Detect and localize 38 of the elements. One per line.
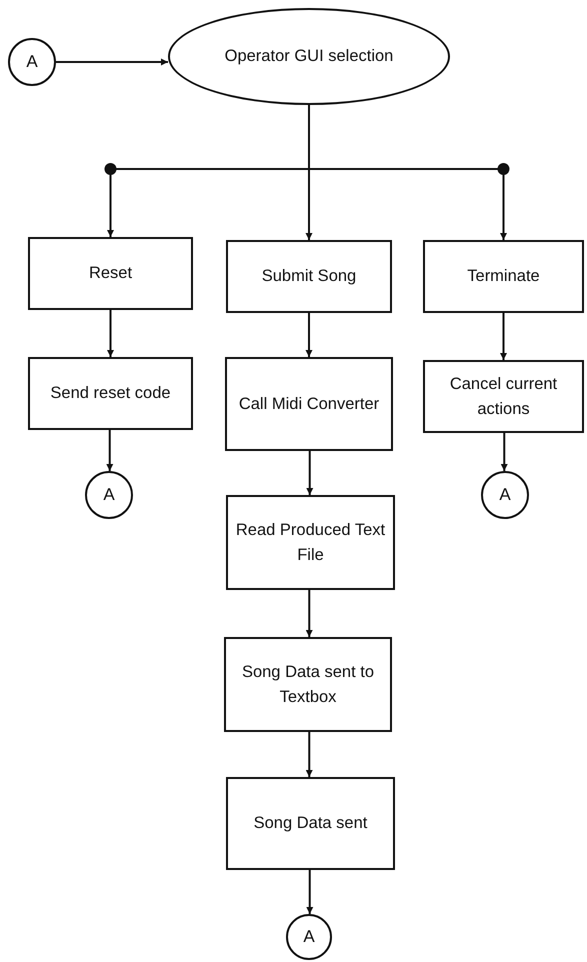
arrow: [306, 870, 314, 914]
node-label: A: [499, 484, 511, 506]
arrow: [306, 590, 313, 637]
node-label: A: [103, 484, 115, 506]
node-label: Call Midi Converter: [238, 394, 380, 415]
process-box: [423, 240, 584, 313]
arrow: [500, 313, 507, 360]
arrow: [500, 433, 508, 471]
arrow: [106, 430, 114, 471]
process-box: [225, 357, 393, 451]
arrow: [308, 105, 507, 240]
process-box: [28, 357, 193, 430]
node-label: Song Data sent to Textbox: [240, 662, 376, 708]
connector-circle: [8, 38, 56, 86]
process-box: [226, 777, 395, 870]
node-label: Operator GUI selection: [224, 46, 394, 68]
connector-circle: [481, 471, 529, 519]
process-box: [224, 637, 392, 732]
process-box: [226, 240, 392, 313]
arrow: [306, 451, 314, 495]
arrow: [56, 58, 168, 66]
arrow: [306, 313, 312, 357]
process-box: [28, 237, 193, 310]
node-label: Read Produced Text File: [234, 520, 386, 566]
arrow: [306, 732, 313, 777]
node-label: A: [303, 926, 315, 948]
node-label: Submit Song: [262, 266, 356, 288]
process-box: [423, 360, 584, 433]
node-label: Terminate: [467, 266, 540, 288]
connector-circle: [286, 914, 332, 960]
node-label: Reset: [88, 263, 132, 284]
process-box: [226, 495, 395, 590]
node-label: Cancel current actions: [448, 374, 558, 420]
connector-circle: [85, 471, 133, 519]
arrow: [107, 310, 114, 357]
node-label: Song Data sent: [254, 813, 368, 834]
node-label: Send reset code: [50, 383, 171, 404]
node-label: A: [26, 51, 38, 74]
